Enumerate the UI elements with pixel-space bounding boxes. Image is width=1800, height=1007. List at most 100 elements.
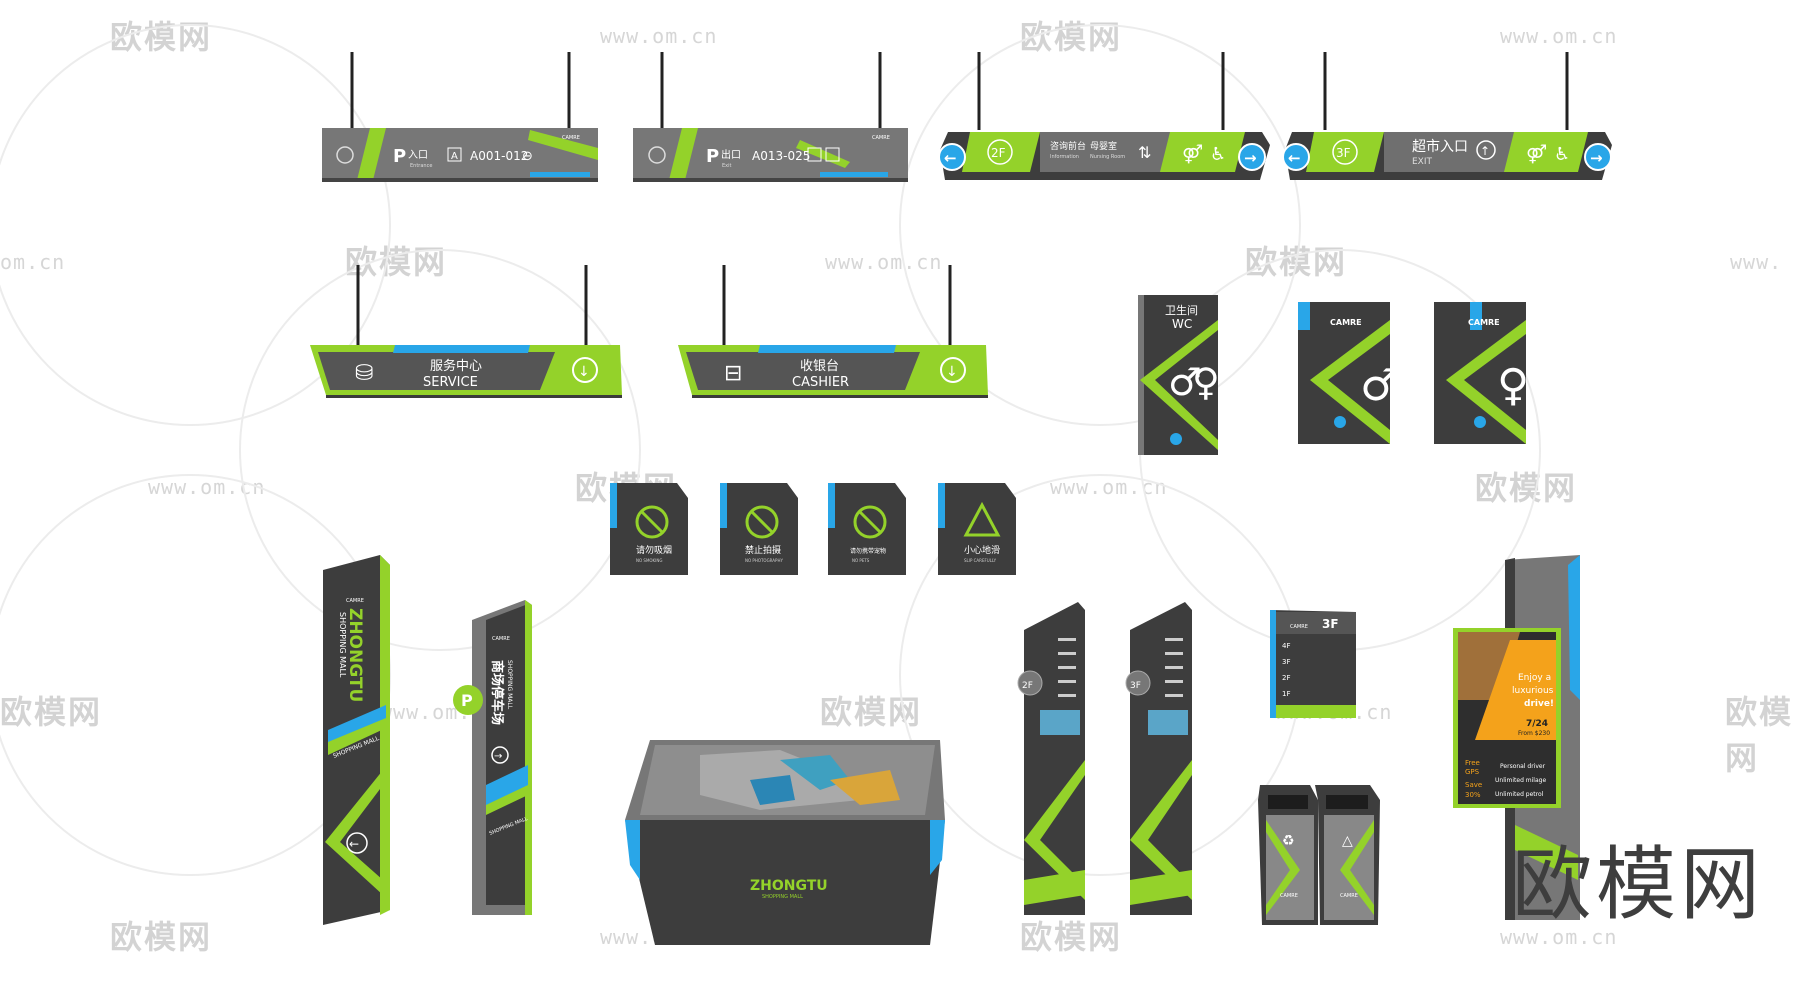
arrow-down-icon: ↓ xyxy=(578,364,590,380)
svg-text:SLIP CAREFULLY: SLIP CAREFULLY xyxy=(964,558,997,563)
wc-label-en: WC xyxy=(1172,317,1192,331)
watermark-url: www.om.cn xyxy=(1500,925,1618,949)
woman-icon: ♀ xyxy=(1497,360,1529,411)
svg-text:Unlimited petrol: Unlimited petrol xyxy=(1495,791,1544,798)
entrance-label: 入口 xyxy=(408,150,428,161)
svg-text:CAMRE: CAMRE xyxy=(1290,624,1308,630)
watermark-url: om.cn xyxy=(0,250,66,274)
mall-name-vertical: ZHONGTU xyxy=(345,608,365,702)
watermark-logo: 欧模网 xyxy=(345,243,448,281)
watermark-logo: 欧模网 xyxy=(0,693,103,731)
svg-text:SHOPPING MALL: SHOPPING MALL xyxy=(338,612,347,678)
svg-text:Information: Information xyxy=(1050,154,1079,160)
entrance-en-label: Entrance xyxy=(410,163,432,169)
watermark-url: www.om.cn xyxy=(1050,475,1168,499)
parking-entrance-hanging-sign: P 入口 Entrance A A001-012 ⊖ CAMRE xyxy=(322,52,598,182)
zone-a-label: A xyxy=(451,151,458,162)
exit-label: 出口 xyxy=(721,148,741,161)
accessible-icon: ♿ xyxy=(1210,144,1226,165)
parking-range-label: A013-025 xyxy=(752,149,810,163)
svg-text:4F: 4F xyxy=(1282,642,1290,650)
parking-pylon: P CAMRE 商场停车场 SHOPPING MALL → SHOPPING M… xyxy=(453,600,532,915)
svg-text:3F: 3F xyxy=(1282,658,1290,666)
svg-text:CAMRE: CAMRE xyxy=(1468,318,1500,327)
svg-text:禁止拍摄: 禁止拍摄 xyxy=(745,544,781,556)
svg-text:Save: Save xyxy=(1465,781,1482,789)
floor-directory-panel: 3F CAMRE 4F 3F 2F 1F xyxy=(1270,610,1356,718)
svg-text:NO PHOTOGRAPHY: NO PHOTOGRAPHY xyxy=(745,558,783,563)
ad-pylon: Enjoy a luxurious drive! 7/24 From $230 … xyxy=(1453,555,1580,920)
cashier-label-cn: 收银台 xyxy=(800,359,839,374)
map-kiosk: ZHONGTU SHOPPING MALL xyxy=(625,740,945,945)
svg-text:CAMRE: CAMRE xyxy=(1330,318,1362,327)
floor-2f-hanging-sign: 2F 咨询前台 Information 母婴室 Nursing Room ⇅ ⚤… xyxy=(938,52,1270,180)
parking-name-vertical: 商场停车场 xyxy=(489,660,505,725)
svg-text:1F: 1F xyxy=(1282,690,1290,698)
arrow-right-icon: ⊖ xyxy=(522,149,533,164)
supermarket-entrance-label: 超市入口 xyxy=(1412,138,1468,155)
directory-pylon-2f: 2F xyxy=(1017,602,1085,915)
svg-text:咨询前台: 咨询前台 xyxy=(1050,140,1086,152)
cash-register-icon: ⊟ xyxy=(724,361,742,386)
no-pets-sign: 请勿携带宠物 NO PETS xyxy=(828,483,906,575)
camre-logo: CAMRE xyxy=(562,135,580,141)
svg-text:NO PETS: NO PETS xyxy=(852,558,870,563)
watermark-logo: 欧模网 xyxy=(1245,243,1348,281)
warning-icon: △ xyxy=(1342,833,1353,849)
accessible-icon: ♿ xyxy=(1554,144,1570,165)
slippery-floor-sign: 小心地滑 SLIP CAREFULLY xyxy=(938,483,1016,575)
svg-text:3F: 3F xyxy=(1336,146,1351,160)
svg-text:Personal driver: Personal driver xyxy=(1500,763,1546,770)
watermark-logo: 欧模网 xyxy=(1020,918,1123,956)
arrow-right-icon: → xyxy=(1244,149,1257,167)
svg-text:7/24: 7/24 xyxy=(1526,719,1548,729)
cashier-sign: ⊟ 收银台 CASHIER ↓ xyxy=(678,265,988,398)
svg-text:2F: 2F xyxy=(1282,674,1290,682)
women-restroom-sign: CAMRE ♀ xyxy=(1434,302,1529,444)
parking-range-label: A001-012 xyxy=(470,149,528,163)
recycling-bins: ♻ △ CAMRE CAMRE xyxy=(1258,785,1380,925)
svg-text:请勿吸烟: 请勿吸烟 xyxy=(636,544,672,556)
mall-name-kiosk: ZHONGTU xyxy=(750,878,828,894)
watermark-url: www.om.cn xyxy=(825,250,943,274)
svg-text:Exit: Exit xyxy=(722,163,732,169)
svg-text:CAMRE: CAMRE xyxy=(492,636,510,642)
svg-text:Enjoy a: Enjoy a xyxy=(1518,673,1551,683)
svg-text:SHOPPING MALL: SHOPPING MALL xyxy=(762,894,803,900)
zhongtu-pylon: ← CAMRE ZHONGTU SHOPPING MALL SHOPPING M… xyxy=(323,555,390,925)
man-icon: ♂ xyxy=(1168,360,1202,404)
man-icon: ♂ xyxy=(1360,360,1399,411)
wc-sign: 卫生间 WC ♂ ♀ xyxy=(1138,295,1220,455)
svg-text:Nursing Room: Nursing Room xyxy=(1090,154,1125,160)
restroom-icon: ⚤ xyxy=(1182,144,1203,165)
arrow-up-icon: ↑ xyxy=(1480,144,1490,158)
svg-text:2F: 2F xyxy=(1022,681,1033,691)
no-smoking-sign: 请勿吸烟 NO SMOKING xyxy=(610,483,688,575)
cashier-label-en: CASHIER xyxy=(792,375,849,390)
svg-text:EXIT: EXIT xyxy=(1412,157,1433,167)
watermark-logo: 欧模网 xyxy=(1725,693,1794,777)
directory-pylon-3f: 3F xyxy=(1125,602,1192,915)
svg-text:母婴室: 母婴室 xyxy=(1090,140,1117,152)
service-label-cn: 服务中心 xyxy=(430,358,482,374)
svg-text:CAMRE: CAMRE xyxy=(346,598,364,604)
floor-number: 2F xyxy=(991,146,1006,160)
svg-text:←: ← xyxy=(349,837,359,851)
service-label-en: SERVICE xyxy=(423,375,478,390)
svg-text:→: → xyxy=(494,751,502,762)
svg-text:SHOPPING MALL: SHOPPING MALL xyxy=(506,660,513,710)
watermark-url: www.om.cn xyxy=(600,24,718,48)
arrow-left-icon: ← xyxy=(944,149,957,167)
watermark-logo: 欧模网 xyxy=(1475,469,1578,507)
svg-text:drive!: drive! xyxy=(1524,699,1554,709)
men-restroom-sign: CAMRE ♂ xyxy=(1298,302,1399,444)
service-center-sign: ⛁ 服务中心 SERVICE ↓ xyxy=(310,265,622,398)
svg-text:Unlimited milage: Unlimited milage xyxy=(1495,777,1546,784)
svg-text:GPS: GPS xyxy=(1465,768,1480,776)
floor-3f-hanging-sign: 3F 超市入口 EXIT ↑ ⚤ ♿ ← → xyxy=(1282,52,1612,180)
watermark-logo: 欧模网 xyxy=(110,918,213,956)
watermark-url: www.om.cn xyxy=(1500,24,1618,48)
watermark-url: www. xyxy=(1730,250,1783,274)
svg-text:CAMRE: CAMRE xyxy=(872,135,890,141)
svg-text:From $230: From $230 xyxy=(1518,730,1550,737)
